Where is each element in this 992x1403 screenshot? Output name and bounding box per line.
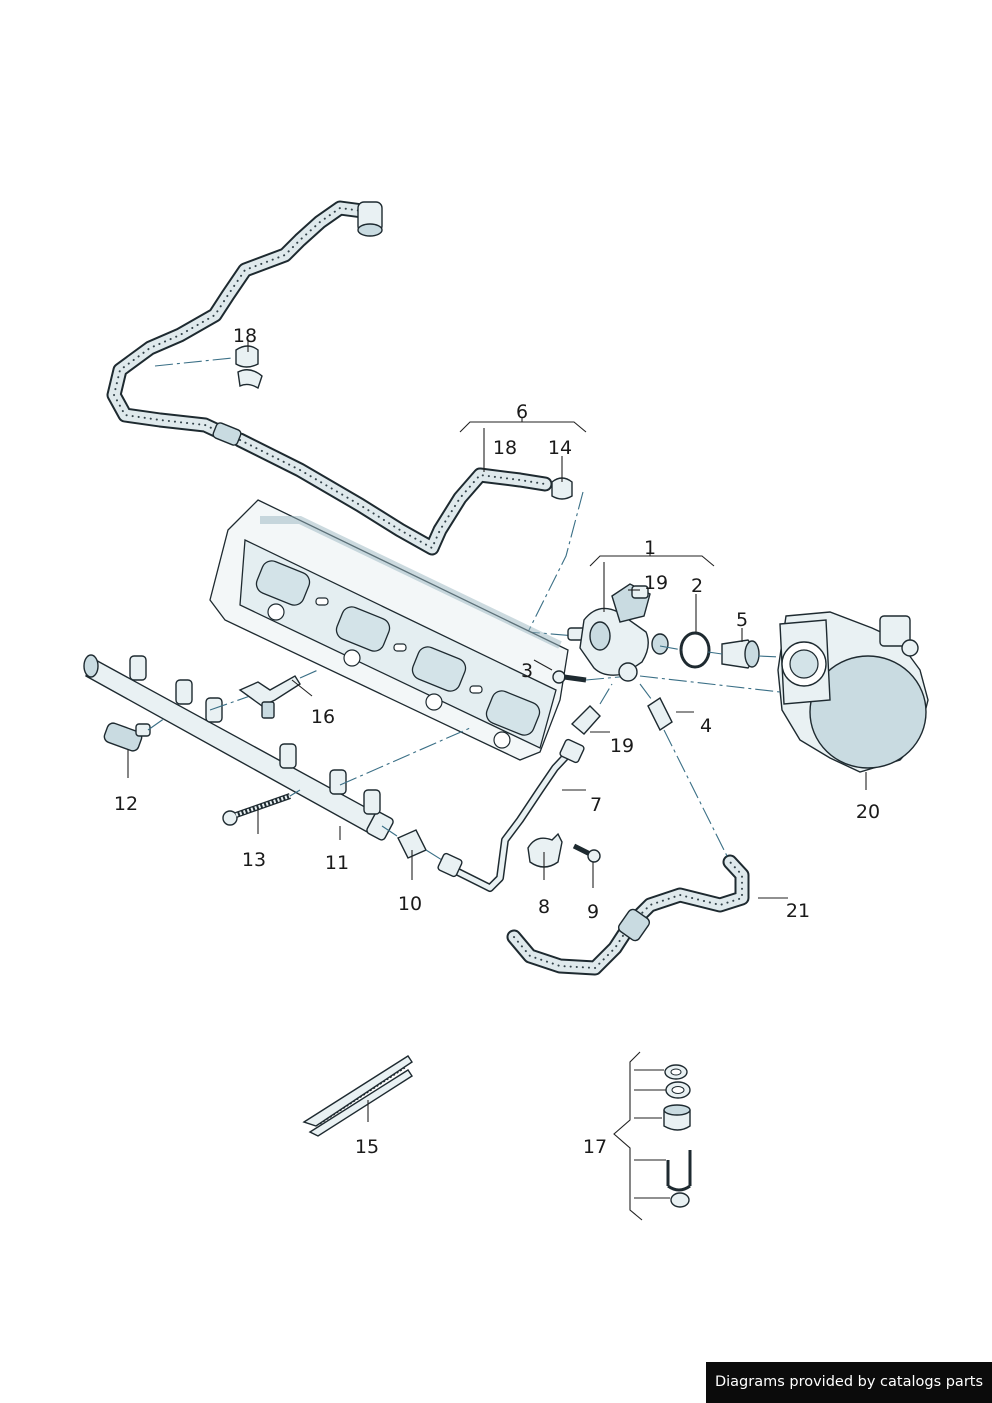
callout-6: 6 [516, 401, 528, 423]
repair-kit [663, 1064, 692, 1208]
callout-13: 13 [242, 849, 266, 871]
callout-15: 15 [355, 1136, 379, 1158]
union-19-lower [570, 683, 613, 735]
vacuum-pump [639, 611, 929, 773]
callout-21: 21 [786, 900, 810, 922]
callout-19-lower: 19 [610, 735, 634, 757]
callout-17: 17 [583, 1136, 607, 1158]
callout-18-upper: 18 [233, 325, 257, 347]
callout-1: 1 [644, 537, 656, 559]
fuel-injector [238, 669, 319, 719]
callout-18-hose: 18 [493, 437, 517, 459]
callout-20: 20 [856, 801, 880, 823]
callout-16: 16 [311, 706, 335, 728]
high-pressure-pipe [437, 738, 585, 892]
callout-5: 5 [736, 609, 748, 631]
callout-3: 3 [521, 660, 533, 682]
attribution-banner: Diagrams provided by catalogs parts [706, 1362, 992, 1403]
bracket-bolt [572, 843, 601, 863]
fuel-rail [83, 654, 471, 841]
pump-bolt [552, 670, 631, 684]
callout-9: 9 [587, 901, 599, 923]
union-fitting [381, 825, 443, 861]
breather-hose-upper [106, 200, 553, 556]
manifold-gasket [209, 499, 569, 761]
callout-12: 12 [114, 793, 138, 815]
lower-hose [506, 729, 750, 976]
check-valve-4 [639, 683, 673, 732]
callout-7: 7 [590, 794, 602, 816]
callout-10: 10 [398, 893, 422, 915]
high-pressure-pump [567, 583, 669, 682]
o-ring [679, 631, 711, 669]
leader-lines [127, 340, 867, 1221]
pressure-sensor [103, 717, 166, 752]
callout-8: 8 [538, 896, 550, 918]
callout-labels: 1 2 3 4 5 6 7 8 9 10 11 12 13 14 15 16 1… [114, 325, 880, 1158]
callout-4: 4 [700, 715, 712, 737]
callout-19-pump: 19 [644, 572, 668, 594]
rail-bolt [222, 789, 301, 826]
pipe-bracket [527, 832, 563, 868]
hose-clip-14 [527, 477, 584, 637]
cable-tie [302, 1055, 413, 1137]
callout-11: 11 [325, 852, 349, 874]
callout-14: 14 [548, 437, 572, 459]
hose-clip-upper [154, 345, 263, 390]
callout-2: 2 [691, 575, 703, 597]
